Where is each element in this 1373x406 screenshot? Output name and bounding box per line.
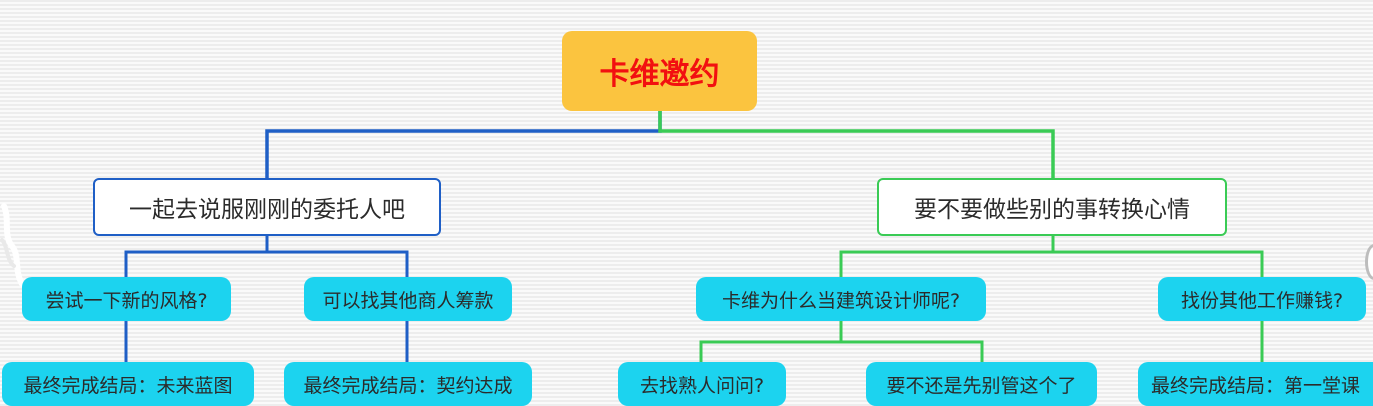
- option-node-other-job[interactable]: 找份其他工作赚钱?: [1158, 277, 1366, 321]
- connector-right-children: [699, 321, 984, 362]
- edge-circle-decoration: [1365, 244, 1373, 280]
- hand-drawing-decoration: [0, 200, 28, 290]
- branch-node-change-mood[interactable]: 要不要做些别的事转换心情: [877, 178, 1227, 236]
- connector-left-endings: [124, 321, 409, 362]
- root-node[interactable]: 卡维邀约: [562, 31, 757, 111]
- branch-node-persuade-client[interactable]: 一起去说服刚刚的委托人吧: [93, 178, 441, 236]
- connector-root-left: [265, 111, 662, 178]
- ending-node-first-lesson[interactable]: 最终完成结局：第一堂课: [1138, 362, 1373, 406]
- connector-right-options: [839, 236, 1264, 277]
- option-node-ask-acquaintance[interactable]: 去找熟人问问?: [618, 362, 786, 406]
- ending-node-future-blueprint[interactable]: 最终完成结局：未来蓝图: [2, 362, 254, 406]
- option-node-merchant-funding[interactable]: 可以找其他商人筹款: [304, 277, 512, 321]
- connector-left-options: [124, 236, 409, 277]
- option-node-new-style[interactable]: 尝试一下新的风格?: [22, 277, 231, 321]
- option-node-leave-it[interactable]: 要不还是先别管这个了: [866, 362, 1097, 406]
- option-node-why-architect[interactable]: 卡维为什么当建筑设计师呢?: [696, 277, 986, 321]
- ending-node-contract-reached[interactable]: 最终完成结局：契约达成: [284, 362, 532, 406]
- connector-root-right: [658, 111, 1055, 178]
